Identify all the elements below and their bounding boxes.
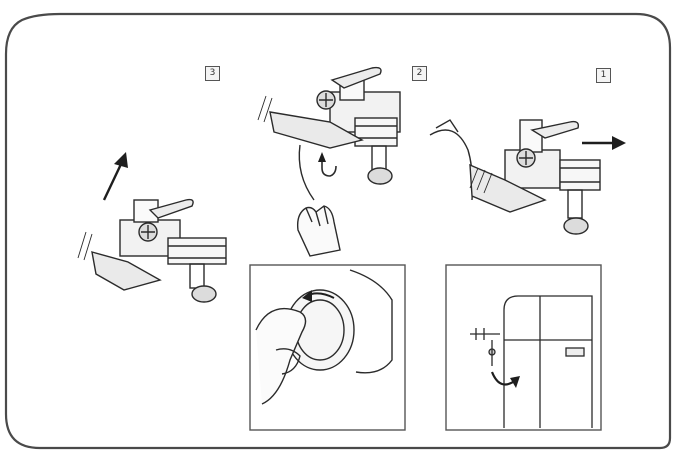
- inset-needle-clamp: [446, 265, 601, 430]
- step3-direction-arrow: [104, 152, 128, 200]
- step1-presser-foot-illustration: [430, 120, 600, 234]
- step2-presser-foot-illustration: [258, 68, 400, 256]
- inset-handwheel: [250, 265, 405, 430]
- step-2-label: 2: [412, 66, 427, 81]
- step-1-label: 1: [596, 68, 611, 83]
- step-3-label: 3: [205, 66, 220, 81]
- step3-presser-foot-illustration: [78, 200, 226, 302]
- step1-direction-arrow: [582, 136, 626, 150]
